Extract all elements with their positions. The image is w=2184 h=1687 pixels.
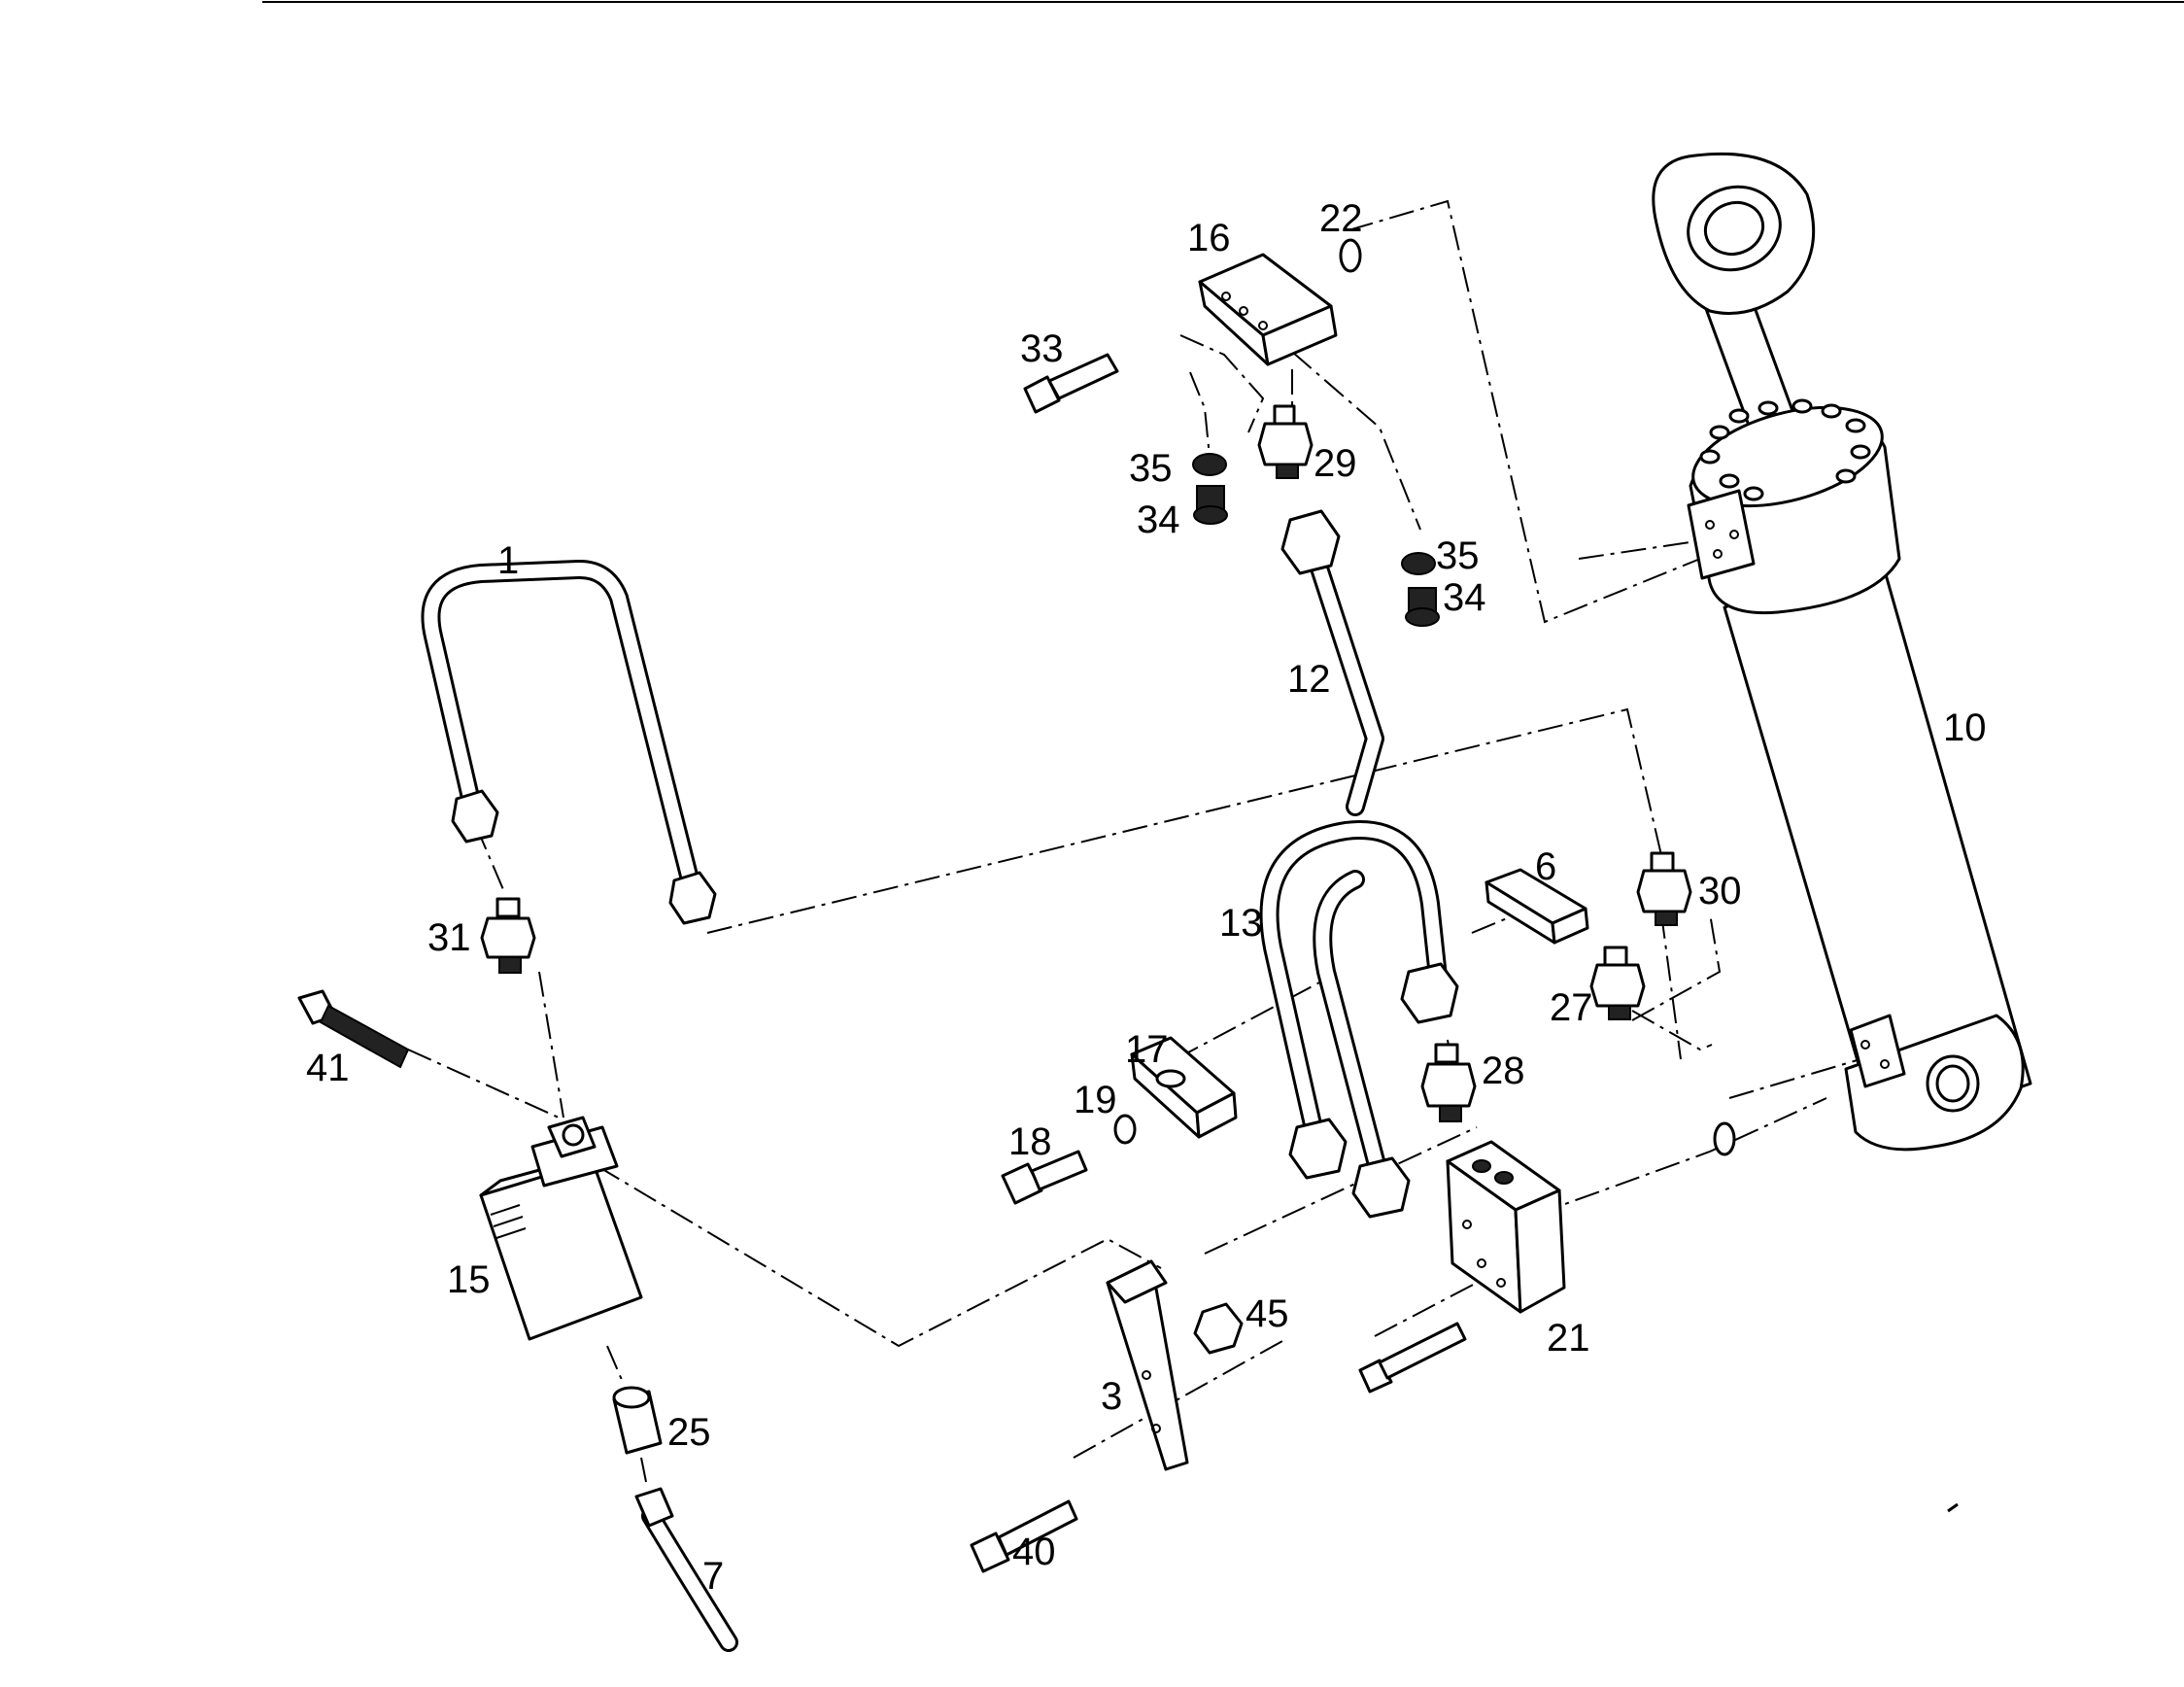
callout-7: 7 [702,1555,724,1598]
leader-lines [407,199,1861,1483]
callout-3: 3 [1101,1375,1122,1418]
solenoid-part-15 [479,1116,643,1341]
washer-part-35-right [1401,552,1436,575]
stray-mark [1947,1502,1959,1513]
bar-part-6 [1484,868,1589,945]
plug-part-34-left [1193,485,1228,525]
o-ring-part-22 [1339,238,1362,273]
bolt-part-33 [1023,353,1119,414]
fitting-part-29 [1257,404,1314,479]
bolt-part-41 [297,989,410,1069]
callout-41: 41 [306,1047,350,1089]
hydraulic-cylinder-part-10 [1652,152,2032,1152]
bolt-part-40 [970,1499,1078,1573]
callout-34-left: 34 [1137,499,1180,541]
bolt-part-18 [1001,1150,1088,1205]
callout-18: 18 [1008,1120,1052,1163]
callout-29: 29 [1314,442,1357,485]
plug-part-34-right [1405,587,1440,627]
callout-28: 28 [1482,1050,1525,1092]
washer-part-35-left [1192,453,1227,476]
cable-part-7 [634,1487,738,1652]
washer-part-19 [1113,1114,1137,1145]
callout-45: 45 [1246,1292,1289,1335]
callout-22: 22 [1319,197,1363,240]
callout-6: 6 [1535,845,1556,888]
callout-35-left: 35 [1129,447,1173,490]
callout-21: 21 [1547,1317,1590,1360]
callout-19: 19 [1074,1079,1117,1121]
block-part-16 [1198,253,1338,366]
callout-34-right: 34 [1443,576,1486,619]
fitting-part-31 [480,897,536,974]
tube-part-12 [1280,509,1384,816]
callout-35-right: 35 [1436,534,1480,577]
fitting-part-28 [1420,1043,1477,1122]
callout-12: 12 [1287,658,1331,701]
callout-40: 40 [1012,1531,1056,1573]
nut-part-25 [612,1386,663,1455]
callout-labels: 1 3 6 7 10 12 13 15 16 17 18 19 21 22 25… [306,197,1987,1598]
tube-part-13 [1259,820,1459,1219]
block-part-21 [1446,1140,1566,1314]
callout-27: 27 [1550,986,1593,1029]
callout-15: 15 [447,1258,491,1301]
clamp-part-17 [1130,1036,1238,1139]
callout-13: 13 [1219,902,1263,945]
nut-part-45 [1193,1302,1244,1355]
callout-25: 25 [667,1411,711,1454]
bracket-part-3 [1106,1259,1189,1471]
o-ring-cylinder-bottom [1713,1121,1736,1156]
callout-30: 30 [1698,870,1742,912]
bolt-near-part-21 [1358,1322,1467,1394]
callout-17: 17 [1125,1028,1169,1071]
callout-31: 31 [427,916,471,959]
callout-10: 10 [1943,706,1987,749]
fitting-part-27 [1589,946,1646,1020]
tube-part-1 [421,560,717,925]
callout-33: 33 [1020,327,1064,370]
fitting-part-30 [1636,851,1692,926]
callout-1: 1 [497,539,519,582]
callout-16: 16 [1187,217,1231,259]
